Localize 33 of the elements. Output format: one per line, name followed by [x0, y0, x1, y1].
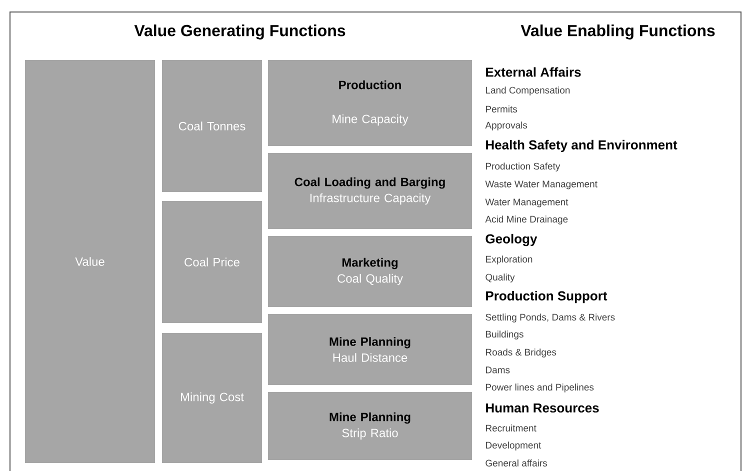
list-item: Development: [486, 442, 542, 450]
section-heading: Geology: [486, 234, 538, 246]
list-item: Buildings: [486, 330, 524, 340]
list-item: Recruitment: [486, 424, 536, 432]
list-item: Roads & Bridges: [486, 348, 556, 358]
function-box: Value: [25, 60, 155, 463]
list-item: Waste Water Management: [485, 180, 598, 190]
section-heading: External Affairs: [486, 67, 581, 77]
list-item: Permits: [486, 106, 518, 112]
list-item: Acid Mine Drainage: [485, 216, 568, 224]
list-item: Exploration: [486, 256, 532, 264]
function-box: Mine Planning Strip Ratio: [268, 392, 472, 460]
heading: Value Generating Functions: [134, 24, 346, 40]
list-item: Land Compensation: [486, 86, 570, 96]
section-heading: Production Support: [486, 290, 608, 304]
function-box: Mine Planning Haul Distance: [268, 314, 472, 385]
section-heading: Human Resources: [486, 403, 599, 413]
list-item: General affairs: [486, 460, 547, 466]
list-item: Water Management: [485, 198, 568, 208]
list-item: Quality: [486, 274, 515, 282]
function-box: Coal Tonnes: [162, 60, 262, 192]
list-item: Production Safety: [486, 162, 560, 172]
list-item: Settling Ponds, Dams & Rivers: [486, 314, 615, 322]
function-box: Marketing Coal Quality: [268, 236, 472, 307]
function-box: Coal Loading and Barging Infrastructure Capacity: [268, 153, 472, 229]
function-box: Mining Cost: [162, 333, 262, 463]
heading: Value Enabling Functions: [520, 24, 715, 40]
function-box: Production Mine Capacity: [268, 60, 472, 146]
list-item: Dams: [486, 366, 510, 374]
list-item: Power lines and Pipelines: [486, 384, 594, 392]
function-box: Coal Price: [162, 201, 262, 323]
section-heading: Health Safety and Environment: [486, 140, 678, 152]
list-item: Approvals: [485, 122, 528, 130]
